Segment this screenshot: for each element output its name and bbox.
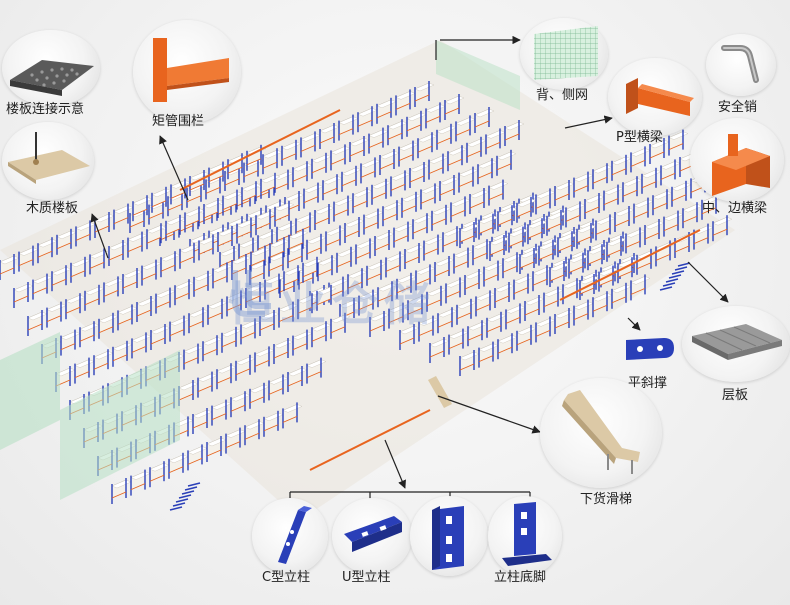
callout-arrow bbox=[384, 439, 406, 489]
p-beam-label: P型横梁 bbox=[616, 130, 663, 145]
wood-board-icon bbox=[8, 132, 90, 184]
brace-clip-icon bbox=[626, 338, 674, 360]
c-upright-icon bbox=[278, 506, 312, 564]
orange-beam-icon bbox=[712, 134, 770, 196]
upright-base-bubble bbox=[488, 496, 562, 576]
back-side-mesh-bubble bbox=[520, 18, 608, 90]
stair bbox=[659, 262, 691, 291]
watermark-text: 恒业仓储 bbox=[228, 277, 436, 331]
rack-rows bbox=[0, 40, 735, 520]
callout-arrow bbox=[159, 135, 189, 201]
rack-row bbox=[489, 142, 719, 261]
shelf-panel-bubble bbox=[682, 306, 790, 382]
wood-floor-label: 木质楼板 bbox=[26, 201, 79, 216]
mid-edge-beam-label: 中、边横梁 bbox=[702, 201, 768, 216]
safety-pin-icon bbox=[721, 45, 759, 83]
back-side-mesh-label: 背、侧网 bbox=[536, 88, 589, 103]
callout-arrow bbox=[687, 261, 729, 303]
rack-row bbox=[13, 172, 281, 308]
flat-brace-bubble bbox=[620, 330, 682, 370]
cargo-slide-bubble bbox=[540, 378, 662, 488]
callout-arrow bbox=[627, 317, 641, 331]
rack-row bbox=[549, 193, 722, 287]
shelf-panel-label: 层板 bbox=[722, 388, 749, 403]
orange-fence-icon bbox=[153, 38, 229, 102]
rack-row bbox=[459, 274, 651, 376]
side-mesh-panel bbox=[60, 350, 180, 500]
floor-connection-label: 楼板连接示意 bbox=[6, 102, 85, 117]
safety-pin-bubble bbox=[706, 34, 776, 96]
rack-row bbox=[55, 256, 323, 392]
rack-row bbox=[219, 120, 525, 272]
rack-row bbox=[309, 192, 539, 311]
stair bbox=[169, 482, 201, 511]
perforated-plate-icon bbox=[10, 60, 94, 96]
brand-mark-icon bbox=[232, 270, 271, 317]
safety-pin-label: 安全销 bbox=[718, 100, 758, 115]
fence-rail bbox=[309, 409, 431, 471]
rack-row bbox=[0, 144, 267, 280]
slide-icon bbox=[562, 390, 640, 474]
mid-edge-beam-bubble bbox=[690, 118, 784, 202]
callout-arrow bbox=[564, 115, 613, 129]
c-upright-bubble bbox=[252, 498, 328, 574]
rack-row bbox=[459, 129, 689, 248]
floor-connection-bubble bbox=[2, 30, 100, 106]
u-upright-bubble bbox=[332, 498, 412, 574]
flat-brace-label: 平斜撑 bbox=[628, 376, 668, 391]
c-upright-label: C型立柱 bbox=[262, 570, 311, 585]
callout-arrow bbox=[437, 395, 541, 434]
short-tube-fence-label: 矩管围栏 bbox=[152, 114, 205, 129]
rack-row bbox=[249, 149, 517, 285]
upright-base-label: 立柱底脚 bbox=[494, 570, 547, 585]
short-tube-fence-bubble bbox=[133, 20, 241, 124]
upright-section-icon bbox=[432, 506, 464, 570]
base-plate-icon bbox=[502, 502, 552, 566]
rack-row bbox=[111, 402, 303, 504]
wood-floor-bubble bbox=[2, 122, 94, 200]
deck-slide bbox=[428, 376, 452, 408]
cargo-slide-label: 下货滑梯 bbox=[580, 492, 633, 507]
upright-detail-bubble bbox=[410, 496, 488, 576]
fence-rail bbox=[179, 109, 341, 191]
callout-arrows bbox=[90, 35, 729, 500]
p-beam-icon bbox=[626, 78, 694, 116]
side-mesh-panel bbox=[0, 332, 60, 450]
steel-panel-icon bbox=[692, 324, 782, 360]
callout-arrow bbox=[90, 213, 109, 259]
rack-row bbox=[27, 200, 295, 336]
fence-rail bbox=[559, 229, 701, 301]
u-upright-icon bbox=[344, 516, 402, 552]
u-upright-label: U型立柱 bbox=[342, 570, 391, 585]
rack-row bbox=[429, 253, 640, 363]
mesh-panel-icon bbox=[534, 26, 598, 80]
back-mesh-panel bbox=[436, 40, 520, 110]
p-beam-bubble bbox=[608, 58, 702, 136]
